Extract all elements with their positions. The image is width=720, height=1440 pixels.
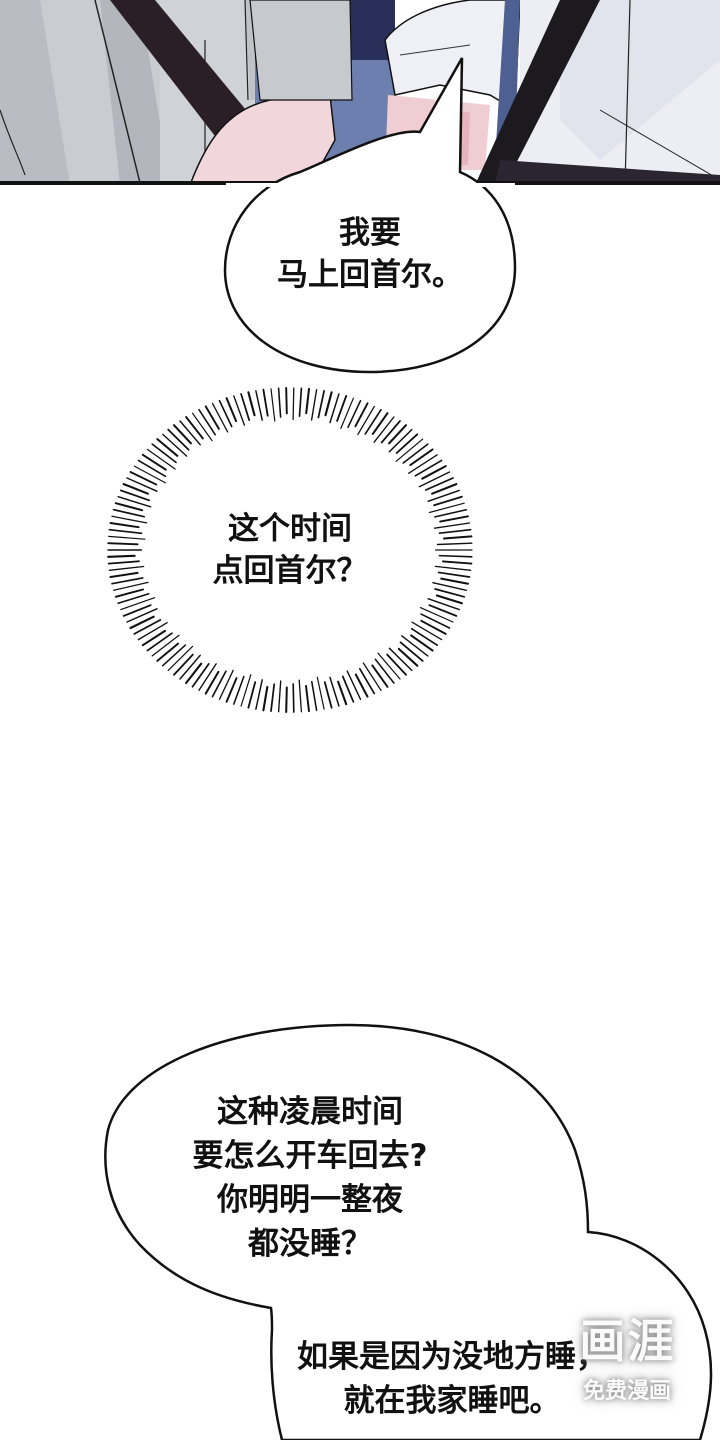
bubble-3a-line-4: 都没睡？	[248, 1226, 372, 1262]
focus-lines-bubble-shape	[107, 387, 473, 714]
bubble-3b-line-1: 如果是因为没地方睡，	[297, 1339, 607, 1375]
speech-bubble-3-part-b: 如果是因为没地方睡， 就在我家睡吧。	[282, 1335, 622, 1423]
speech-bubble-3-part-a: 这种凌晨时间 要怎么开车回去? 你明明一整夜 都没睡？	[160, 1090, 460, 1266]
bubble-3b-line-2: 就在我家睡吧。	[343, 1383, 561, 1419]
bubble-2-line-2: 点回首尔？	[212, 553, 368, 589]
watermark-tagline: 免费漫画	[582, 1379, 671, 1404]
bubble-1-line-1: 我要	[339, 215, 401, 251]
focus-lines-bubble: 这个时间 点回首尔？	[190, 508, 390, 592]
speech-bubble-1-shape	[223, 57, 517, 374]
bubble-1-line-2: 马上回首尔。	[277, 257, 463, 293]
speech-bubble-3-shape	[104, 1023, 713, 1440]
car-scene-illustration	[0, 0, 720, 185]
bubble-3a-line-3: 你明明一整夜	[217, 1182, 403, 1218]
top-panel-illustration	[0, 0, 720, 185]
bubble-3a-line-1: 这种凌晨时间	[217, 1094, 403, 1130]
bubble-2-line-1: 这个时间	[228, 511, 352, 547]
bubble-3a-line-2: 要怎么开车回去?	[192, 1138, 428, 1174]
speech-bubble-1: 我要 马上回首尔。	[225, 212, 515, 296]
watermark-logo: 画涯	[579, 1314, 676, 1368]
